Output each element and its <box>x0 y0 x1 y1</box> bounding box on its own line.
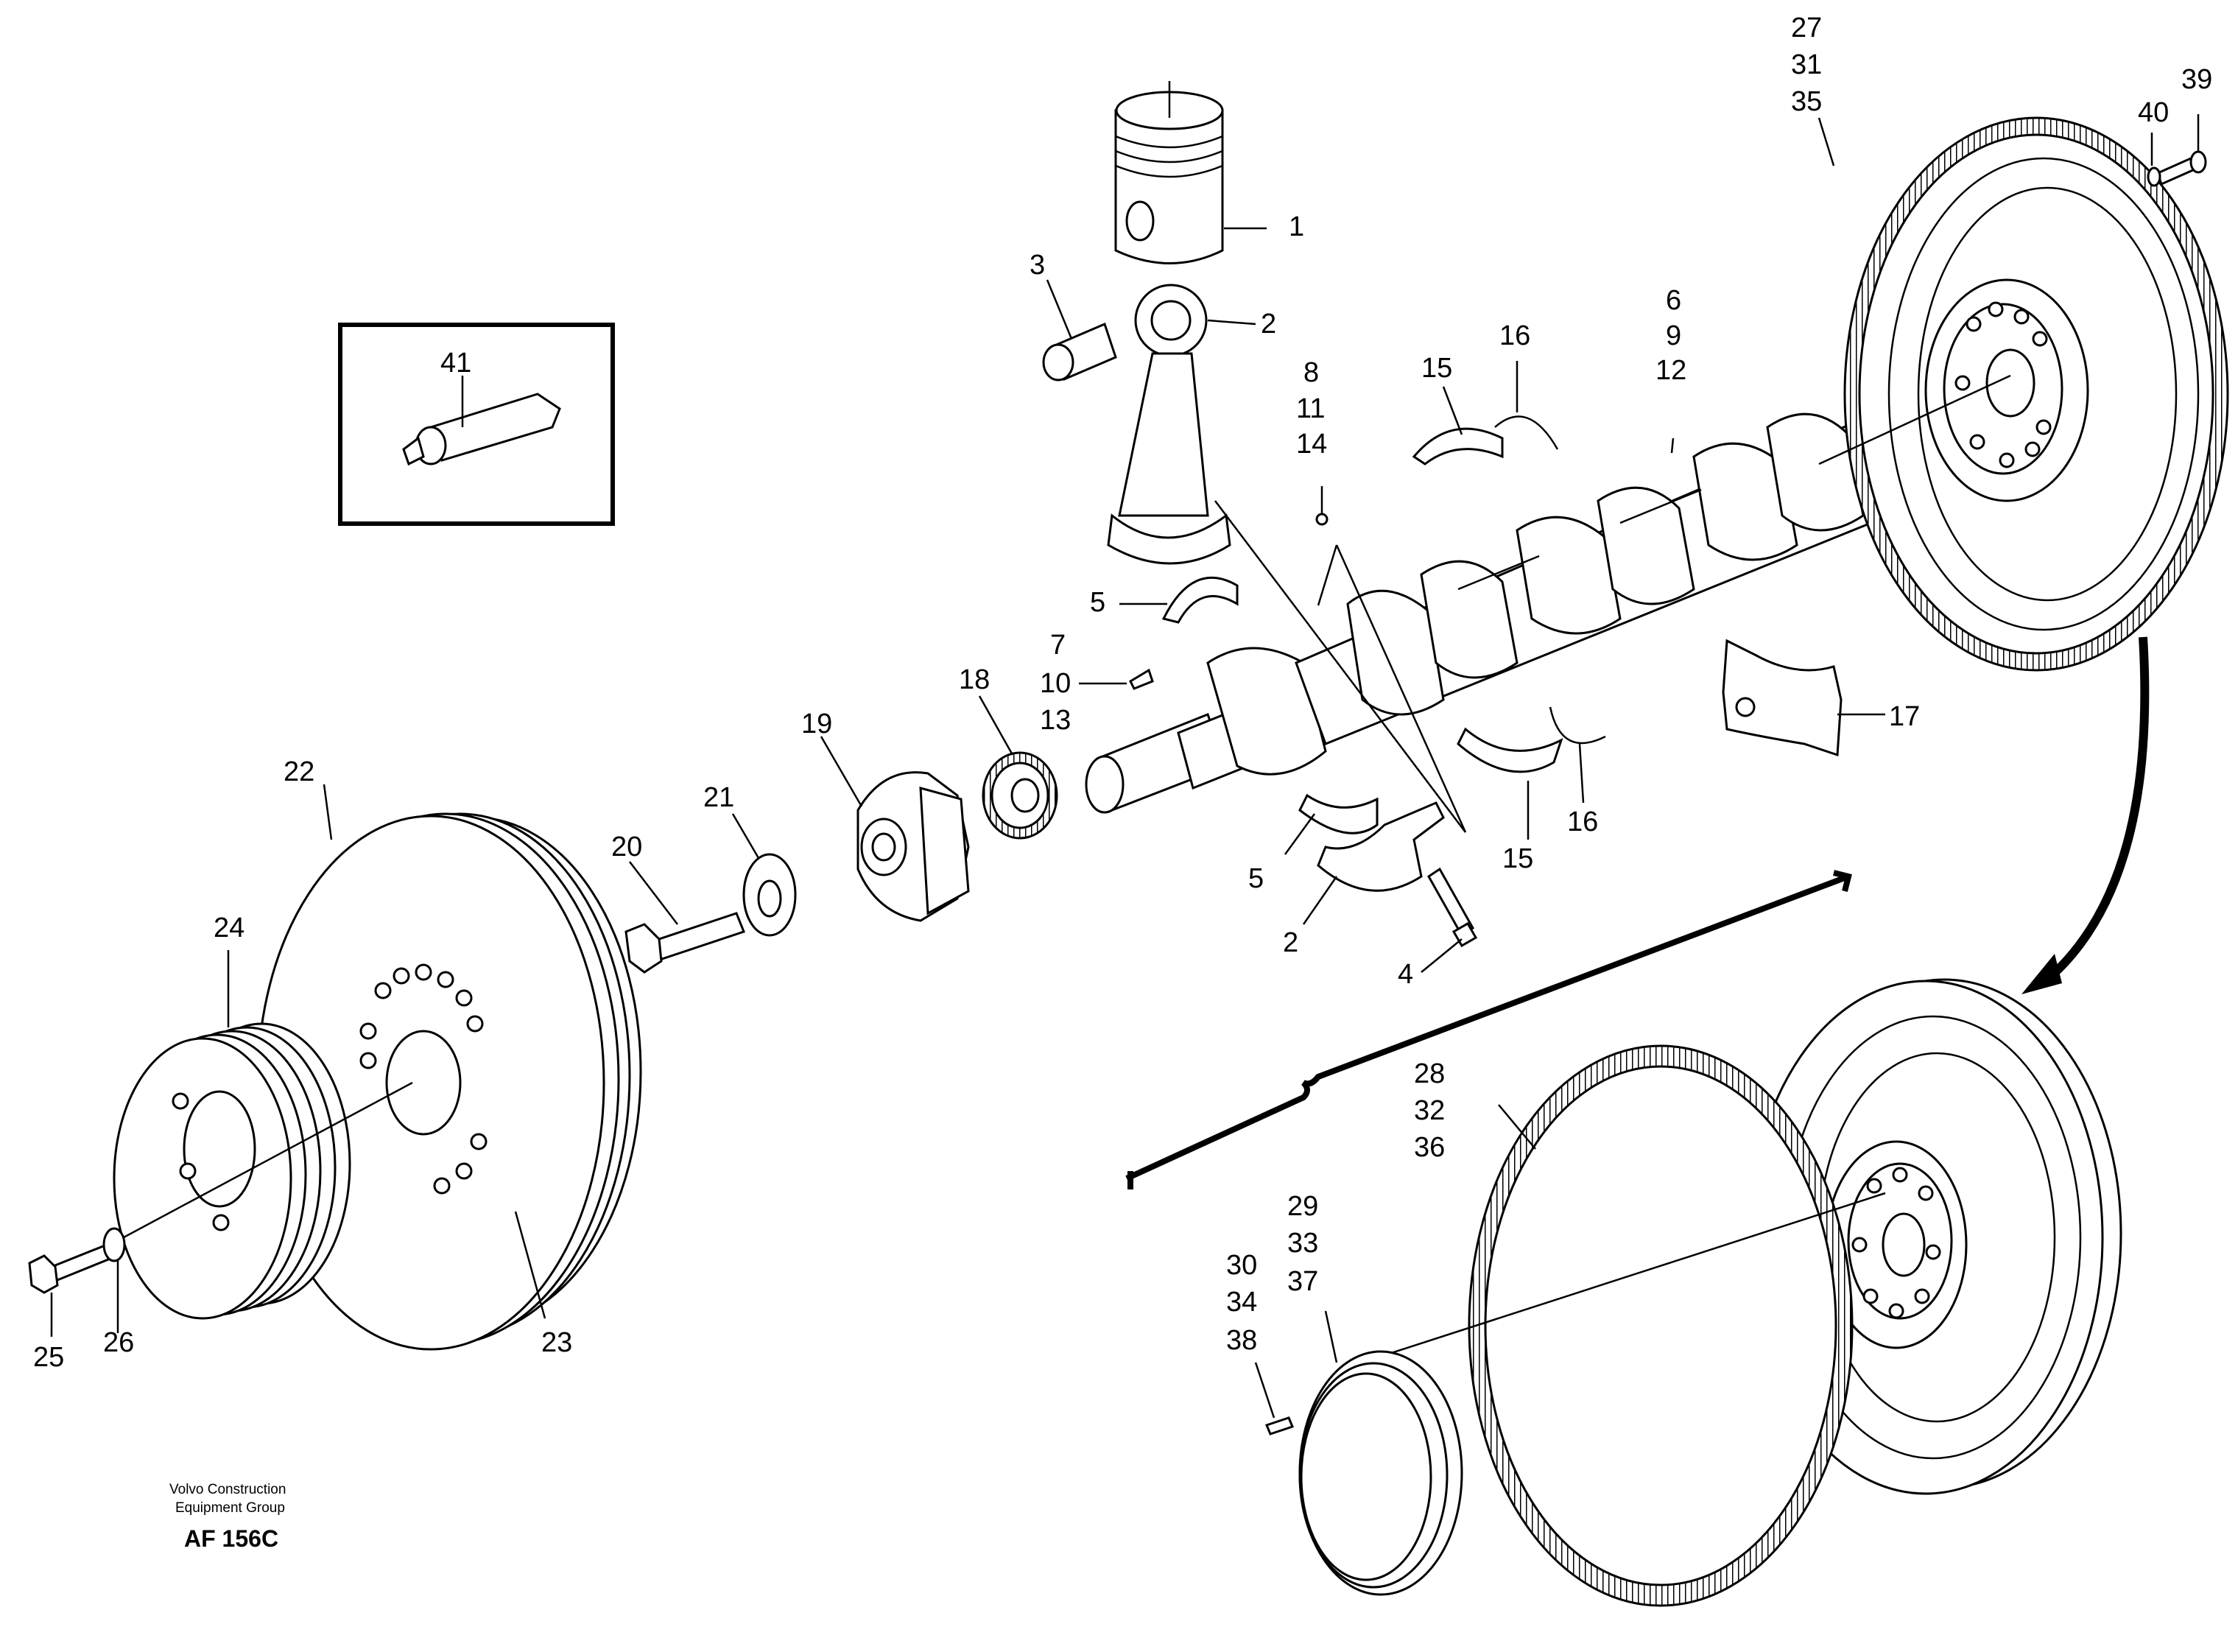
callout-16-upper: 16 <box>1499 320 1530 351</box>
callout-21: 21 <box>703 782 734 813</box>
washer-21-part <box>731 813 797 937</box>
callout-18: 18 <box>959 664 990 695</box>
callout-24: 24 <box>214 913 244 943</box>
sealant-tube-icon <box>402 376 561 466</box>
bearing-shell-5-upper <box>1119 576 1239 624</box>
ring-gear-part <box>1384 1044 1886 1607</box>
crankshaft-gear-part <box>978 695 1058 840</box>
callout-15-upper: 15 <box>1421 353 1452 384</box>
company-name-line2: Equipment Group <box>175 1500 285 1516</box>
callout-41: 41 <box>440 348 471 379</box>
rod-cap-2-lower <box>1302 801 1445 925</box>
callout-5-lower: 5 <box>1248 863 1264 894</box>
callout-28: 28 <box>1414 1058 1445 1089</box>
callout-39: 39 <box>2181 64 2212 95</box>
callout-10: 10 <box>1040 668 1071 699</box>
piston-part <box>1114 81 1267 264</box>
screw-part <box>1254 1362 1295 1435</box>
callout-34: 34 <box>1226 1287 1257 1318</box>
callout-1: 1 <box>1289 211 1304 242</box>
callout-13: 13 <box>1040 705 1071 736</box>
bearing-shell-15-lower <box>1457 727 1563 840</box>
bolt-25-part <box>28 1243 113 1337</box>
callout-37: 37 <box>1287 1266 1318 1297</box>
callout-16-lower: 16 <box>1567 806 1598 837</box>
callout-17: 17 <box>1889 701 1920 732</box>
piston-pin-part <box>1042 279 1117 382</box>
callout-22: 22 <box>284 756 314 787</box>
callout-32: 32 <box>1414 1095 1445 1126</box>
washer-26-part <box>102 1227 126 1333</box>
callout-15-lower: 15 <box>1502 843 1533 874</box>
assembly-bracket <box>1125 870 1852 1189</box>
rod-bolt-4-part <box>1421 867 1478 973</box>
direction-arrow <box>2021 636 2150 994</box>
seal-ring-part <box>1298 1310 1463 1596</box>
callout-14: 14 <box>1296 429 1327 460</box>
bearing-shell-15-upper <box>1412 386 1504 465</box>
callout-29: 29 <box>1287 1191 1318 1222</box>
callout-40: 40 <box>2138 97 2169 128</box>
callout-26: 26 <box>103 1327 134 1358</box>
drawing-code: AF 156C <box>184 1525 278 1552</box>
callout-30: 30 <box>1226 1250 1257 1281</box>
callout-19: 19 <box>801 709 832 739</box>
callout-20: 20 <box>611 832 642 862</box>
callout-11: 11 <box>1296 393 1325 424</box>
crankshaft-hub-part <box>820 736 970 922</box>
pulley-part <box>102 950 413 1320</box>
callout-12: 12 <box>1655 355 1686 386</box>
callout-36: 36 <box>1414 1132 1445 1163</box>
callout-5-upper: 5 <box>1090 587 1105 618</box>
thrust-washer-pin-part <box>1315 486 1329 526</box>
bearing-shell-5-lower <box>1284 793 1379 855</box>
main-bearing-cap-part <box>1722 639 1885 757</box>
callout-labels: 1 2 3 4 5 5 2 6 9 12 7 10 13 8 11 14 15 … <box>33 13 2212 1373</box>
callout-4: 4 <box>1398 959 1413 990</box>
connecting-rod-part <box>1107 284 1256 565</box>
callout-8: 8 <box>1303 357 1319 388</box>
callout-33: 33 <box>1287 1228 1318 1259</box>
callout-6: 6 <box>1666 285 1681 316</box>
callout-7: 7 <box>1050 630 1066 661</box>
callout-35: 35 <box>1791 86 1822 117</box>
callout-3: 3 <box>1030 250 1045 281</box>
callout-38: 38 <box>1226 1325 1257 1356</box>
crankshaft-part <box>1085 410 1909 833</box>
callout-25: 25 <box>33 1342 64 1373</box>
flywheel-upper-part <box>1818 116 2229 672</box>
company-name-line1: Volvo Construction <box>169 1482 286 1497</box>
callout-31: 31 <box>1791 49 1822 80</box>
bearing-shell-16-upper <box>1494 361 1559 450</box>
footer: Volvo Construction Equipment Group AF 15… <box>169 1482 286 1552</box>
callout-23: 23 <box>541 1327 572 1358</box>
callout-27: 27 <box>1791 13 1822 43</box>
vibration-damper-part <box>256 784 642 1351</box>
sealant-inset <box>338 323 615 526</box>
bearing-shell-16-lower <box>1549 706 1606 804</box>
washer-40-part <box>2147 133 2161 187</box>
bolt-20-part <box>624 861 745 974</box>
callout-9: 9 <box>1666 320 1681 351</box>
callout-2-upper: 2 <box>1261 309 1276 340</box>
callout-2-lower: 2 <box>1283 927 1298 958</box>
key-part <box>1079 668 1154 690</box>
